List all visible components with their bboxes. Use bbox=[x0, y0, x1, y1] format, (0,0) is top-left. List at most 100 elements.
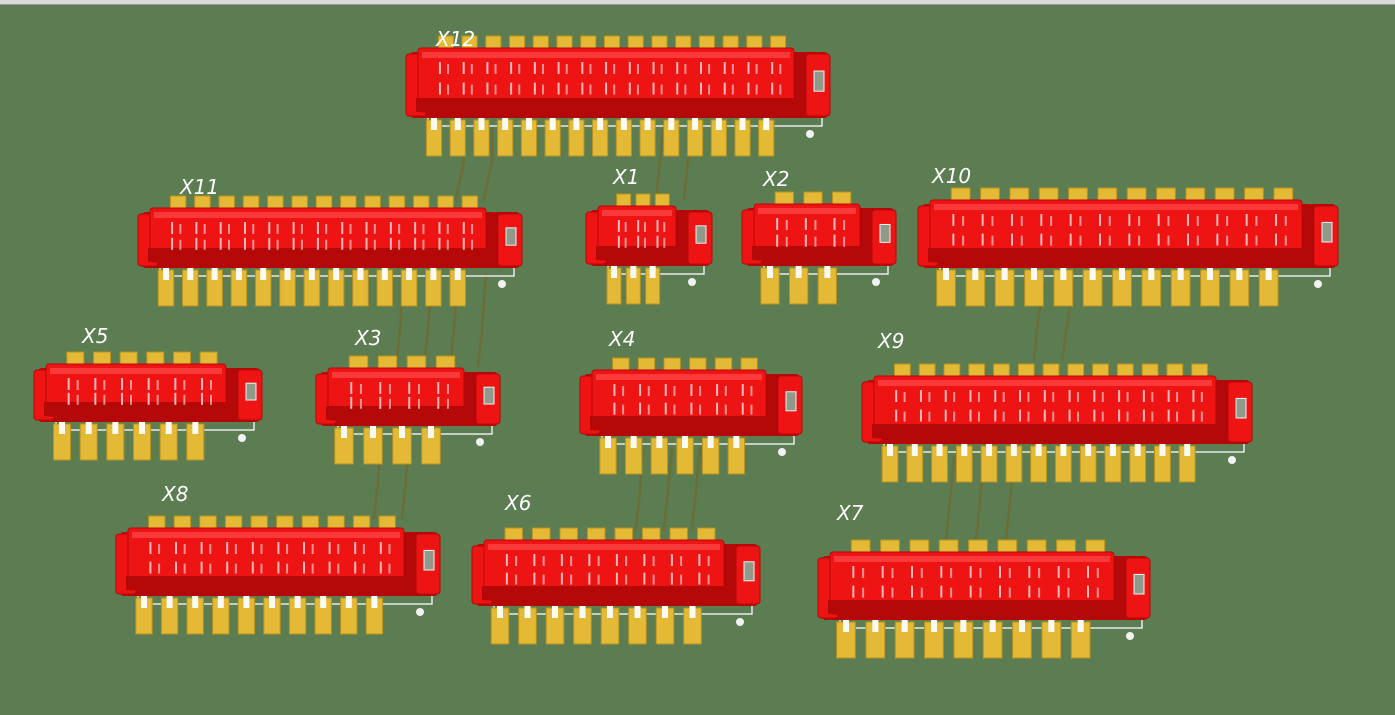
pin-leg bbox=[497, 604, 503, 618]
contact-slot bbox=[349, 224, 352, 234]
contact-slot bbox=[581, 82, 584, 95]
contact-slot bbox=[1011, 214, 1013, 226]
contact-slot bbox=[462, 62, 465, 74]
contact-slot bbox=[952, 214, 955, 226]
contact-slot bbox=[1077, 392, 1080, 402]
pin-leg bbox=[620, 116, 627, 130]
connector-x8[interactable]: X8 bbox=[115, 482, 441, 635]
contact-slot bbox=[147, 392, 150, 405]
pin-leg bbox=[634, 604, 641, 618]
pin-leg bbox=[573, 116, 580, 130]
contact-slot bbox=[462, 237, 465, 250]
pin-leg bbox=[1077, 618, 1084, 632]
contact-slot bbox=[328, 561, 331, 574]
contact-slot bbox=[1099, 214, 1101, 226]
contact-slot bbox=[388, 544, 391, 554]
pin-leg bbox=[795, 264, 802, 278]
pin-leg bbox=[1109, 442, 1116, 456]
contact-slot bbox=[664, 384, 667, 396]
contact-slot bbox=[1002, 392, 1005, 402]
connector-x9[interactable]: X9 bbox=[861, 329, 1253, 483]
connector-x2[interactable]: X2 bbox=[741, 167, 897, 305]
contact-slot bbox=[911, 585, 913, 598]
contact-slot bbox=[1128, 233, 1131, 246]
pin1-marker bbox=[476, 438, 484, 446]
contact-slot bbox=[708, 84, 711, 95]
contact-slot bbox=[292, 222, 295, 234]
contact-slot bbox=[446, 239, 449, 250]
contact-slot bbox=[1052, 411, 1055, 422]
contact-slot bbox=[505, 554, 508, 566]
contact-slot bbox=[895, 390, 898, 402]
contact-slot bbox=[210, 394, 212, 405]
connector-x12[interactable]: X12 bbox=[405, 27, 831, 157]
contact-slot bbox=[354, 561, 357, 574]
contact-slot bbox=[779, 64, 782, 74]
contact-slot bbox=[447, 64, 450, 74]
contact-slot bbox=[804, 218, 807, 230]
contact-slot bbox=[999, 585, 1001, 598]
contact-slot bbox=[670, 572, 673, 585]
pin-leg bbox=[341, 424, 347, 438]
contact-slot bbox=[1245, 214, 1248, 226]
contact-slot bbox=[637, 220, 640, 232]
contact-slot bbox=[660, 84, 663, 95]
pin-leg bbox=[454, 266, 461, 280]
connector-x6[interactable]: X6 bbox=[471, 491, 761, 645]
contact-slot bbox=[637, 235, 640, 248]
contact-slot bbox=[891, 568, 894, 578]
connector-x7[interactable]: X7 bbox=[817, 501, 1151, 659]
contact-slot bbox=[962, 216, 965, 226]
pin-leg bbox=[649, 264, 656, 278]
contact-slot bbox=[615, 554, 618, 566]
contact-slot bbox=[771, 62, 774, 74]
contact-slot bbox=[1069, 233, 1072, 246]
contact-slot bbox=[438, 62, 441, 74]
contact-slot bbox=[589, 84, 592, 95]
contact-slot bbox=[731, 84, 734, 95]
contact-slot bbox=[928, 392, 931, 402]
pin-leg bbox=[1035, 442, 1042, 456]
pin-leg bbox=[357, 266, 364, 280]
contact-slot bbox=[268, 222, 271, 234]
contact-slot bbox=[833, 234, 836, 247]
body-highlight bbox=[154, 212, 482, 218]
contact-slot bbox=[636, 84, 639, 95]
contact-slot bbox=[1245, 233, 1248, 246]
contact-slot bbox=[251, 561, 254, 574]
connector-x10[interactable]: X10 bbox=[917, 164, 1339, 307]
connector-x3[interactable]: X3 bbox=[315, 326, 501, 465]
contact-slot bbox=[1275, 214, 1277, 226]
contact-slot bbox=[557, 82, 560, 95]
connector-x5[interactable]: X5 bbox=[33, 324, 263, 461]
contact-slot bbox=[785, 236, 788, 247]
body-highlight bbox=[834, 556, 1110, 562]
contact-slot bbox=[1077, 411, 1080, 422]
contact-slot bbox=[891, 587, 894, 598]
contact-slot bbox=[303, 542, 305, 554]
contact-slot bbox=[750, 404, 753, 415]
contact-slot bbox=[1151, 411, 1154, 422]
contact-slot bbox=[723, 82, 726, 95]
contact-slot bbox=[625, 574, 628, 585]
contact-slot bbox=[699, 386, 702, 396]
contact-slot bbox=[437, 382, 440, 394]
pin-leg bbox=[901, 618, 908, 632]
contact-slot bbox=[716, 402, 719, 415]
contact-slot bbox=[981, 214, 984, 226]
contact-slot bbox=[408, 382, 411, 394]
contact-slot bbox=[67, 378, 70, 390]
contact-slot bbox=[1167, 409, 1170, 422]
contact-slot bbox=[1079, 216, 1082, 226]
pin-leg bbox=[1019, 618, 1025, 632]
contact-slot bbox=[557, 62, 560, 74]
connector-x11[interactable]: X11 bbox=[137, 175, 523, 307]
trace bbox=[482, 126, 494, 202]
connector-x4[interactable]: X4 bbox=[579, 327, 803, 475]
connector-x1[interactable]: X1 bbox=[585, 165, 713, 305]
contact-slot bbox=[542, 574, 545, 585]
contact-slot bbox=[979, 568, 982, 578]
contact-slot bbox=[1216, 214, 1219, 226]
